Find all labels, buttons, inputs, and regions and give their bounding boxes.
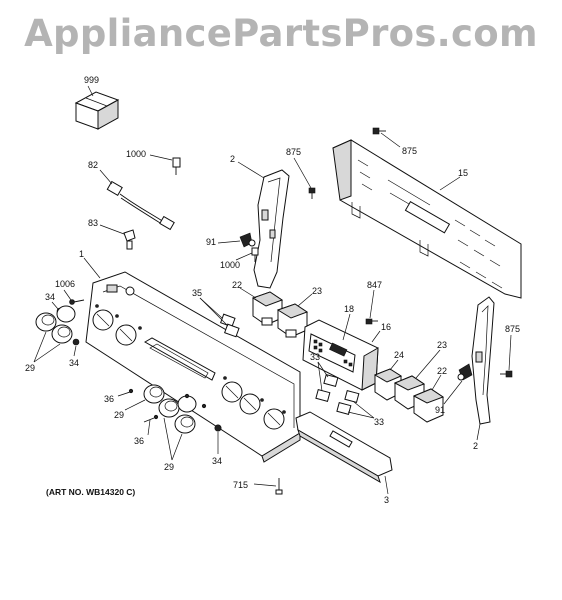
part-15-rear-panel[interactable] <box>332 139 522 299</box>
callout-1000: 1000 <box>126 149 146 159</box>
callout-91: 91 <box>435 405 445 415</box>
callout-34: 34 <box>45 292 55 302</box>
callout-2: 2 <box>230 154 235 164</box>
callout-2: 2 <box>473 441 478 451</box>
part-36-screw-b[interactable] <box>143 414 159 423</box>
part-2-bracket-right[interactable] <box>471 296 495 425</box>
callout-33: 33 <box>310 352 320 362</box>
callout-33: 33 <box>374 417 384 427</box>
callout-35: 35 <box>192 288 202 298</box>
callout-875: 875 <box>286 147 301 157</box>
art-number-label: (ART NO. WB14320 C) <box>46 487 135 497</box>
callout-22: 22 <box>437 366 447 376</box>
callout-29: 29 <box>164 462 174 472</box>
part-36-screw-a[interactable] <box>117 388 134 397</box>
part-1-control-panel[interactable] <box>85 271 301 463</box>
part-29-knob-left-b[interactable] <box>51 324 73 344</box>
watermark-text: AppliancePartsPros.com <box>24 12 538 55</box>
part-29-knob-lower-c[interactable] <box>174 414 196 434</box>
part-33-switch-d[interactable] <box>336 401 352 415</box>
part-3-trim-strip[interactable] <box>295 411 393 484</box>
callout-875: 875 <box>402 146 417 156</box>
part-23-infinite-switch-upper[interactable] <box>276 303 309 338</box>
part-34-screw-c[interactable] <box>214 424 222 432</box>
callout-36: 36 <box>134 436 144 446</box>
callout-999: 999 <box>84 75 99 85</box>
part-33-switch-a[interactable] <box>323 373 339 387</box>
part-1006-screw[interactable] <box>69 299 85 305</box>
callout-1006: 1006 <box>55 279 75 289</box>
callout-91: 91 <box>206 237 216 247</box>
part-29-knob-left-a[interactable] <box>35 312 57 332</box>
part-29-knob-lower-d[interactable] <box>177 395 197 413</box>
callout-715: 715 <box>233 480 248 490</box>
part-22-infinite-switch-lower[interactable] <box>412 388 445 423</box>
part-82-wire-harness[interactable] <box>106 180 175 231</box>
part-875-screw-lower[interactable] <box>500 370 513 378</box>
callout-3: 3 <box>384 495 389 505</box>
part-33-switch-b[interactable] <box>315 388 331 402</box>
part-1000-screw-mid[interactable] <box>251 247 259 262</box>
callout-15: 15 <box>458 168 468 178</box>
part-875-screw-left[interactable] <box>308 187 316 199</box>
callout-29: 29 <box>114 410 124 420</box>
part-29-knob-left-c[interactable] <box>56 305 76 323</box>
callout-36: 36 <box>104 394 114 404</box>
part-29-knob-lower-a[interactable] <box>143 384 165 404</box>
callout-16: 16 <box>381 322 391 332</box>
part-715-screw[interactable] <box>275 478 283 495</box>
part-29-knob-lower-b[interactable] <box>158 398 180 418</box>
callout-82: 82 <box>88 160 98 170</box>
part-847-screw[interactable] <box>365 318 378 325</box>
part-999-box[interactable] <box>74 91 120 130</box>
callout-24: 24 <box>394 350 404 360</box>
part-2-bracket-top[interactable] <box>253 169 290 289</box>
part-875-screw-right[interactable] <box>372 127 386 135</box>
callout-29: 29 <box>25 363 35 373</box>
callout-34: 34 <box>69 358 79 368</box>
callout-34: 34 <box>212 456 222 466</box>
part-33-switch-c[interactable] <box>344 389 360 403</box>
callout-875: 875 <box>505 324 520 334</box>
callout-18: 18 <box>344 304 354 314</box>
callout-1: 1 <box>79 249 84 259</box>
callout-847: 847 <box>367 280 382 290</box>
callout-22: 22 <box>232 280 242 290</box>
part-91-clip-right[interactable] <box>457 363 473 381</box>
part-1000-screw[interactable] <box>172 157 181 175</box>
callout-23: 23 <box>312 286 322 296</box>
callout-1000: 1000 <box>220 260 240 270</box>
part-35-switch[interactable] <box>220 313 240 338</box>
part-34-screw-b[interactable] <box>72 338 80 346</box>
part-22-infinite-switch-upper[interactable] <box>251 291 284 326</box>
part-91-clip-top[interactable] <box>239 232 256 248</box>
callout-83: 83 <box>88 218 98 228</box>
part-18-clock-display[interactable] <box>308 333 356 373</box>
callout-23: 23 <box>437 340 447 350</box>
part-83-clip[interactable] <box>123 229 136 250</box>
